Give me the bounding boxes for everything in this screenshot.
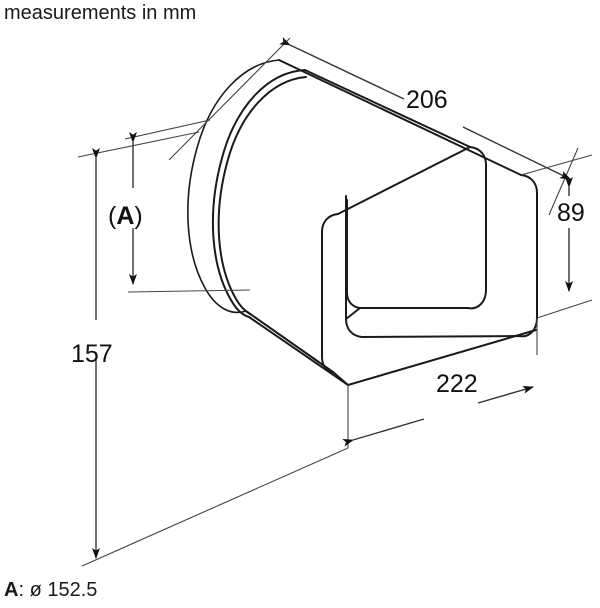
dimension-157: 157 — [71, 131, 349, 567]
dimension-89: 89 — [520, 154, 593, 319]
rect-outlet-front-rim — [359, 146, 487, 310]
ext-line-89-bottom — [536, 299, 593, 319]
ext-line-A-bottom — [127, 289, 251, 293]
ext-line-206-right — [548, 147, 579, 216]
rect-outlet-inner-left-corner — [321, 146, 471, 247]
body-side-crease — [245, 310, 334, 373]
legend-value: ø 152.5 — [29, 579, 98, 601]
body-top-edge — [278, 59, 522, 176]
dimension-206-label: 206 — [406, 86, 448, 114]
ext-line-89-top — [520, 154, 593, 176]
rect-outlet-wall-thickness-line — [346, 199, 361, 309]
dim-line-222-right — [477, 385, 534, 404]
ext-line-206-left — [168, 37, 291, 161]
dimension-89-label: 89 — [557, 199, 585, 227]
collar-front-ring-inner — [217, 76, 307, 315]
dim-line-206-b — [462, 126, 571, 180]
dimension-222-label: 222 — [436, 370, 478, 398]
measurement-units-note: measurements in mm — [4, 2, 197, 24]
dim-line-222-left — [342, 418, 425, 447]
collar-outer-ring — [187, 59, 280, 314]
rect-outlet-inner-bottom-edge — [345, 307, 361, 320]
dimension-A: (A) — [108, 119, 251, 293]
body-top-edge-front — [304, 69, 471, 148]
dimension-206: 206 — [168, 37, 579, 216]
body-bottom-edge — [248, 316, 349, 386]
rect-outlet-bottom-front-edge — [347, 329, 537, 386]
rect-outlet-front-bottom-corner — [332, 371, 349, 386]
duct-body — [187, 59, 538, 386]
ext-line-A-top — [124, 119, 211, 140]
legend-key: A — [4, 579, 19, 601]
ext-line-157-bottom — [81, 447, 349, 567]
dimension-222: 222 — [342, 318, 538, 448]
rect-outlet-near-left-edge — [321, 245, 334, 373]
dimension-A-label: (A) — [108, 202, 143, 230]
dim-line-206-a — [279, 37, 405, 100]
legend-separator: : — [18, 579, 30, 601]
rect-outlet-back-face — [345, 174, 538, 338]
dimension-157-label: 157 — [71, 340, 113, 368]
legend-A: A: ø 152.5 — [4, 578, 97, 602]
collar-front-ring-outer — [211, 69, 306, 318]
